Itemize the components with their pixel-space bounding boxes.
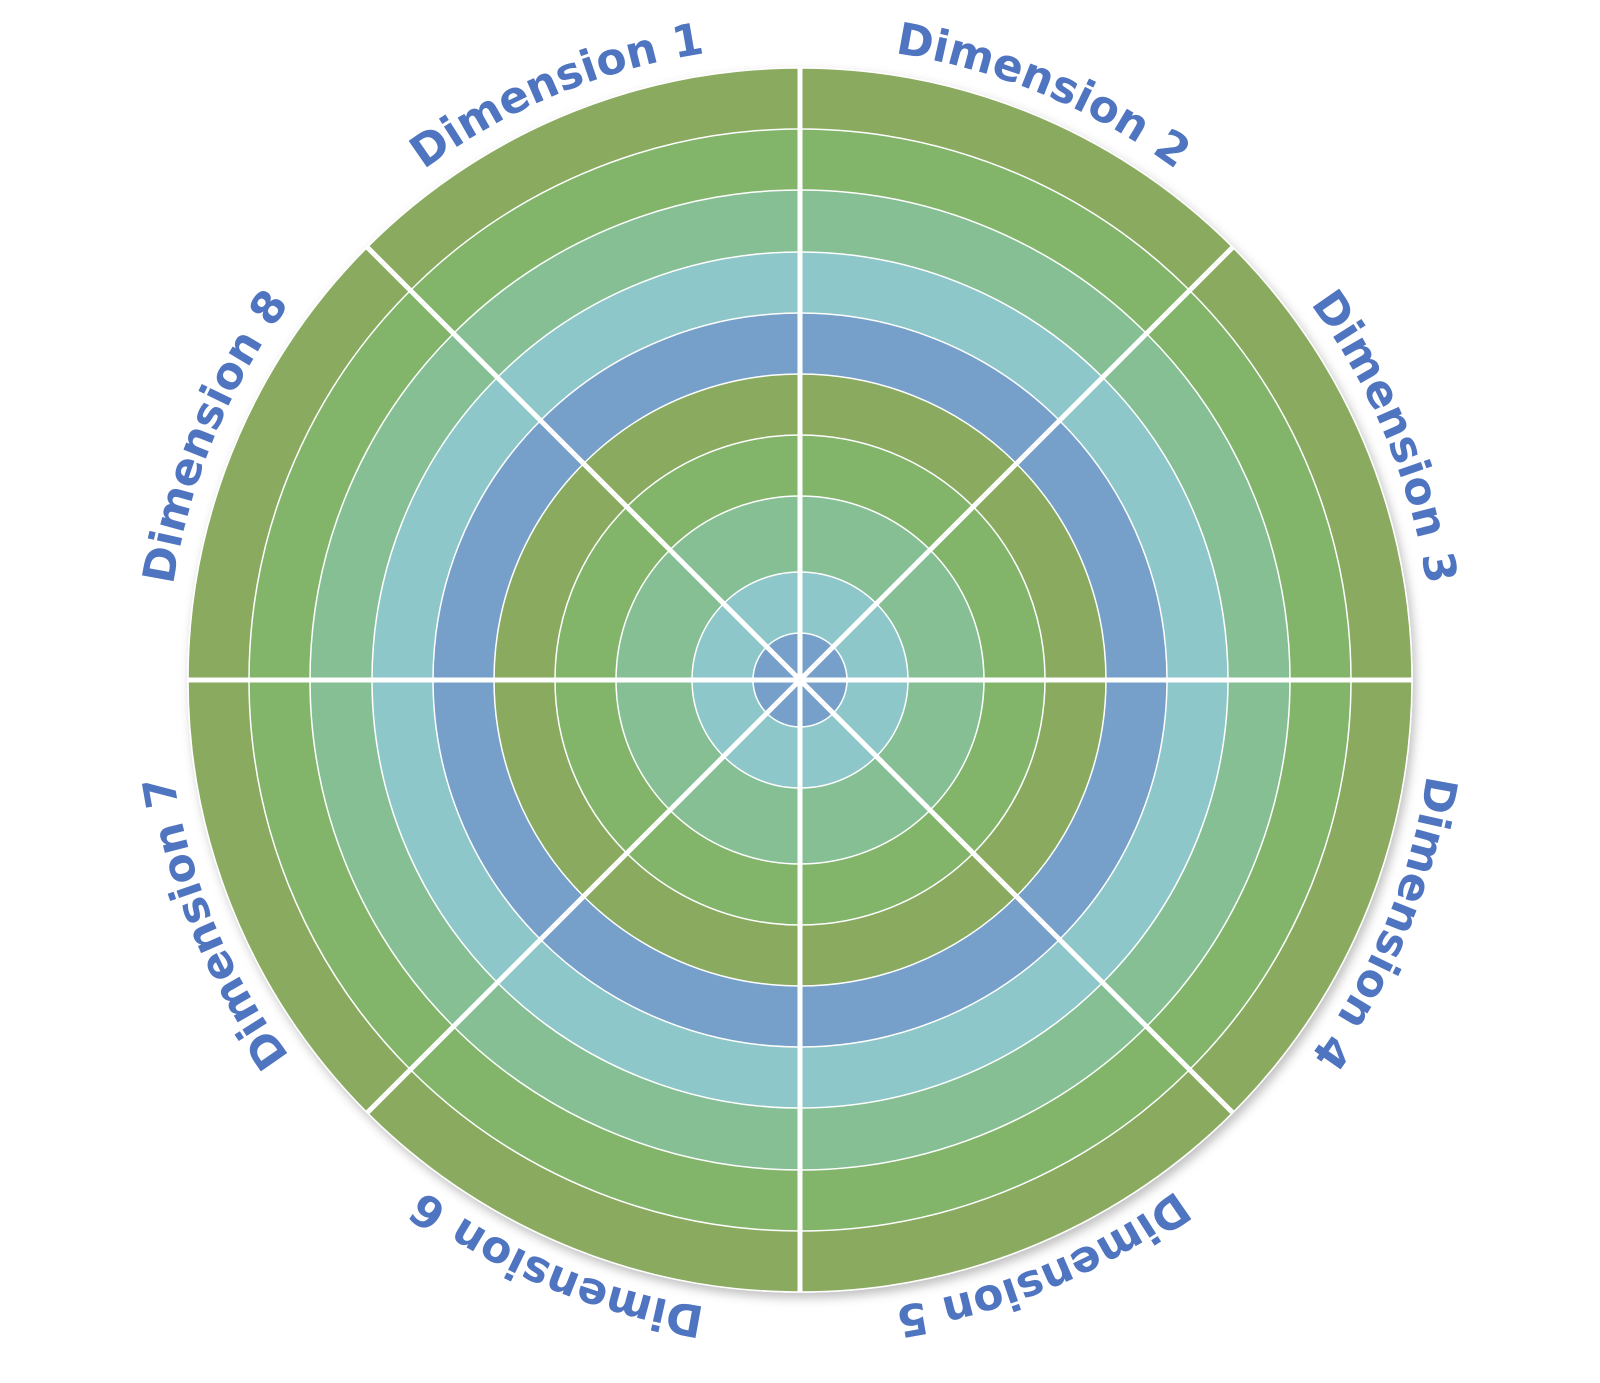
sector-dividers bbox=[188, 68, 1412, 1292]
sector-divider-4 bbox=[365, 245, 1235, 1115]
